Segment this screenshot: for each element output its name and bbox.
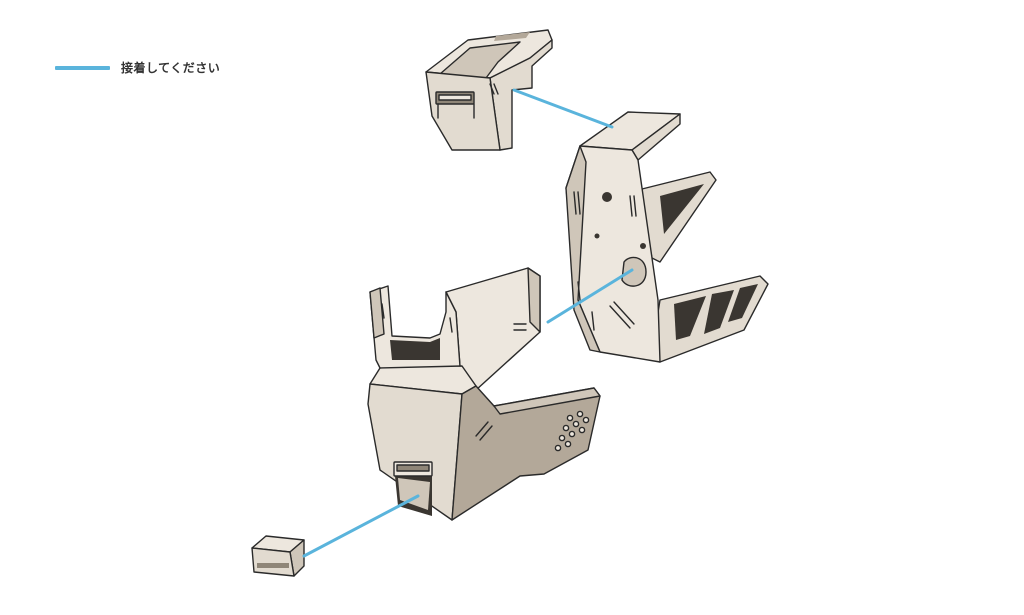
small-block-part: [251, 535, 305, 577]
glue-line-middle: [546, 268, 634, 324]
glue-line-top: [512, 88, 614, 129]
side-bracket-part: [565, 111, 769, 363]
main-housing-part: [367, 267, 601, 521]
glue-lines: [302, 88, 634, 558]
top-cover-part: [425, 29, 553, 151]
legend: 接着してください: [55, 58, 220, 78]
vent-holes: [554, 410, 590, 452]
glue-line-bottom: [302, 494, 420, 558]
glue-line-swatch: [55, 66, 110, 70]
legend-label: 接着してください: [121, 61, 221, 75]
